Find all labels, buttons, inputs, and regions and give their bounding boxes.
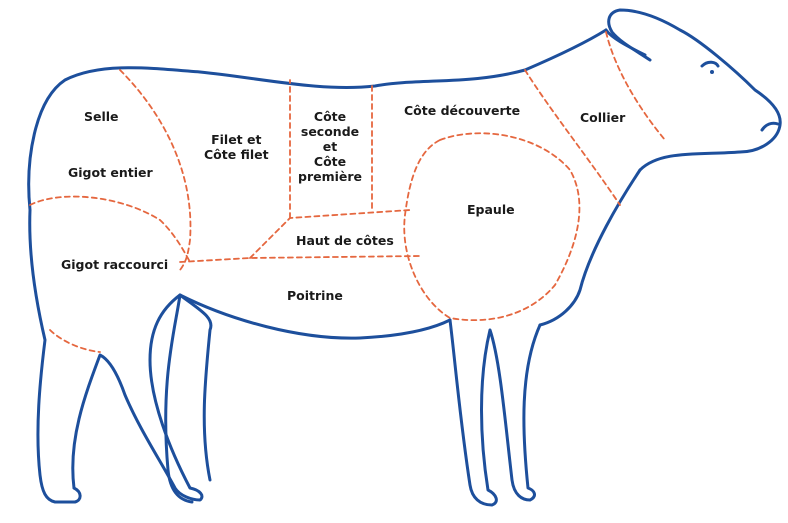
label-gigot-raccourci: Gigot raccourci <box>61 257 168 272</box>
fore-leg-back-outline <box>540 170 640 325</box>
mouth <box>762 123 778 130</box>
eye <box>710 70 714 74</box>
label-filet-line1: Filet et <box>204 132 269 147</box>
label-cote-seconde-line3: et <box>298 139 362 154</box>
label-haut-de-cotes: Haut de côtes <box>296 233 394 248</box>
label-cote-seconde-line1: Côte <box>298 109 362 124</box>
cut-line <box>404 133 579 320</box>
label-poitrine: Poitrine <box>287 288 343 303</box>
label-cote-seconde: Côte seconde et Côte première <box>298 109 362 184</box>
label-selle: Selle <box>84 109 119 124</box>
label-cote-seconde-line2: seconde <box>298 124 362 139</box>
label-collier: Collier <box>580 110 625 125</box>
cut-line <box>50 330 100 352</box>
head-outline <box>609 10 780 170</box>
hind-leg-front-outline <box>166 295 192 502</box>
cut-line <box>30 197 190 262</box>
label-cote-seconde-line4: Côte <box>298 154 362 169</box>
label-cote-decouverte: Côte découverte <box>404 103 520 118</box>
label-cote-seconde-line5: première <box>298 169 362 184</box>
label-epaule: Epaule <box>467 202 515 217</box>
label-filet-line2: Côte filet <box>204 147 269 162</box>
cut-line <box>180 256 420 262</box>
hind-leg-outline <box>73 295 211 500</box>
label-filet: Filet et Côte filet <box>204 132 269 162</box>
label-gigot-entier: Gigot entier <box>68 165 153 180</box>
eye-lid <box>702 62 718 66</box>
cut-line <box>525 70 620 205</box>
fore-leg-outline <box>450 320 540 505</box>
